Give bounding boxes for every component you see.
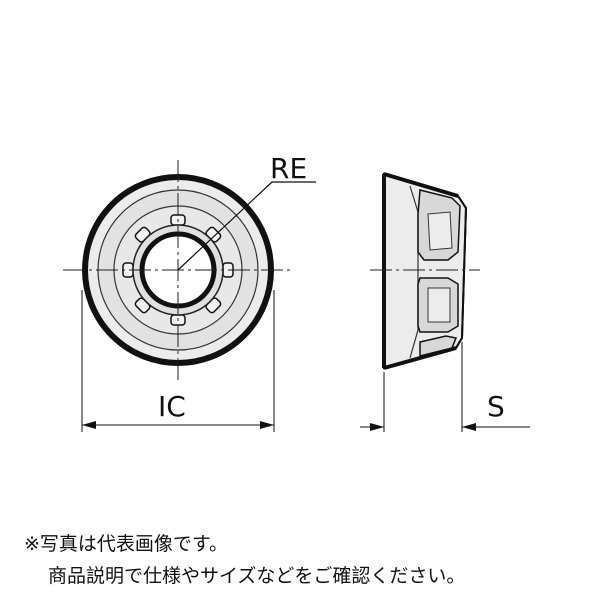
s-label: S: [487, 390, 505, 423]
ic-arrow-right: [260, 421, 274, 429]
re-leader-line: [177, 181, 316, 271]
note-representative-image: ※写真は代表画像です。: [24, 533, 229, 555]
ic-label: IC: [158, 390, 186, 423]
ic-arrow-left: [82, 421, 96, 429]
side-bottom-edge: [383, 346, 457, 370]
side-view: S: [360, 172, 530, 432]
re-label: RE: [270, 152, 307, 185]
front-view: RE IC: [63, 152, 316, 432]
note-check-specs: 商品説明で仕様やサイズなどをご確認ください。: [48, 565, 466, 587]
side-lobe-middle-inner: [427, 287, 451, 323]
side-lobe-bottom: [419, 335, 458, 357]
s-arrow-left: [370, 423, 384, 431]
s-arrow-right: [462, 423, 476, 431]
side-right-edge: [455, 195, 468, 349]
side-lobe-top-inner: [427, 211, 453, 251]
clamping-lobes: [122, 214, 234, 326]
side-top-edge: [383, 172, 459, 198]
side-facet-outline: [409, 185, 419, 359]
